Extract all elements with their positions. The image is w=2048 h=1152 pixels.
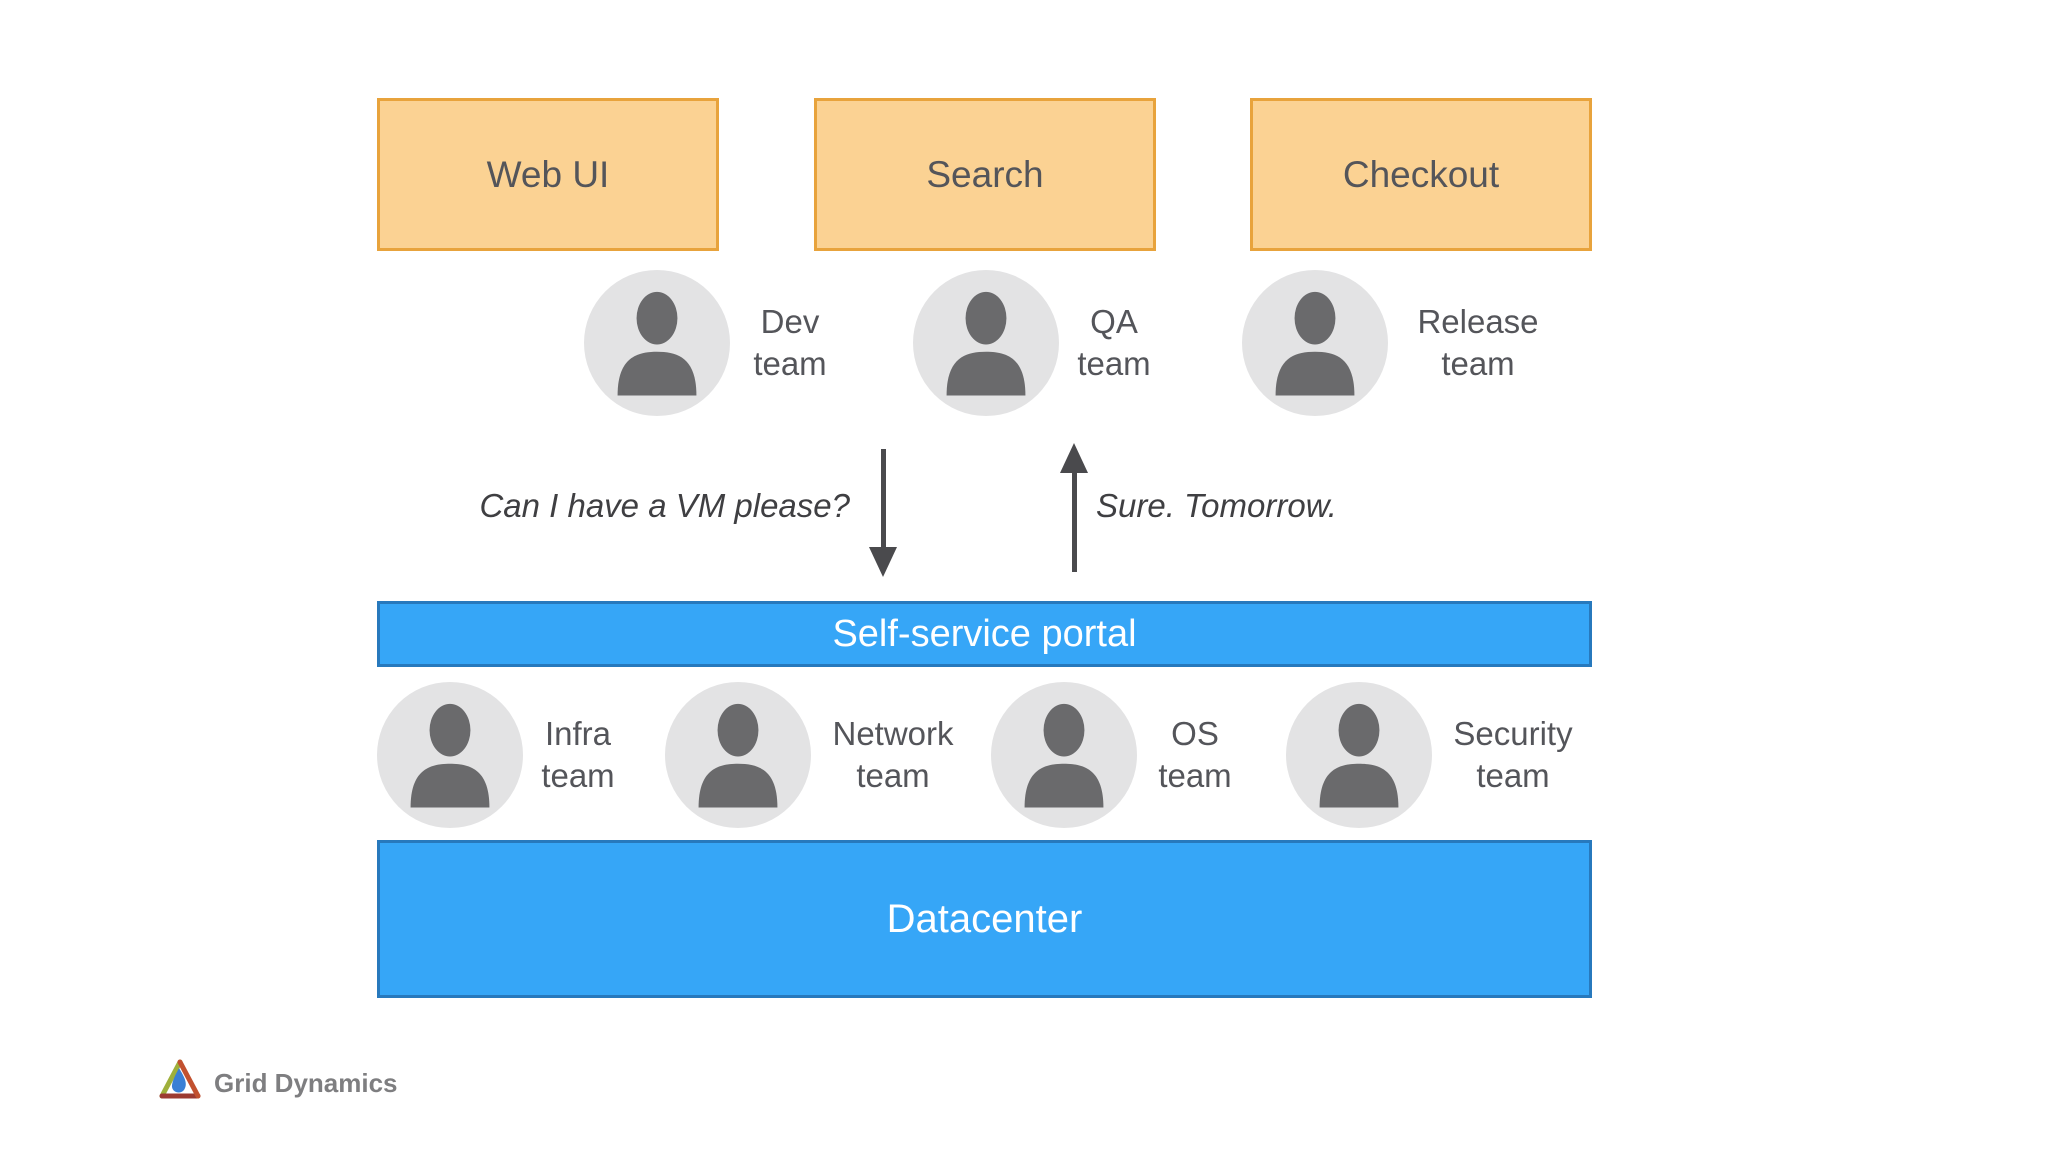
team-label-qa: QA team [1077,303,1151,382]
service-box-label: Search [926,153,1044,195]
team-label-infra: Infra team [541,715,615,794]
brand-footer: Grid Dynamics [158,1056,398,1110]
arrow-shaft [881,449,886,549]
team-qa: QA team [913,270,1169,416]
datacenter-label: Datacenter [886,896,1083,941]
arrow-head [1060,443,1088,473]
annotation-request: Can I have a VM please? [479,487,850,524]
person-icon [665,682,811,828]
person-icon [991,682,1137,828]
team-infra: Infra team [377,682,633,828]
brand-name: Grid Dynamics [214,1067,398,1098]
arrow-up-icon [1060,443,1089,572]
service-box-search: Search [814,98,1156,251]
service-box-label: Checkout [1342,153,1500,195]
team-label-release: Release team [1417,303,1539,382]
person-icon [1242,270,1388,416]
arrow-down-icon [869,449,898,577]
self-service-portal-bar: Self-service portal [377,601,1592,667]
team-label-security: Security team [1453,715,1573,794]
team-label-dev: Dev team [753,303,827,382]
portal-label: Self-service portal [832,612,1137,655]
service-box-label: Web UI [486,153,610,195]
team-dev: Dev team [584,270,850,416]
grid-dynamics-logo-icon [158,1056,202,1111]
team-network: Network team [665,682,975,828]
datacenter-bar: Datacenter [377,840,1592,998]
annotation-response: Sure. Tomorrow. [1096,487,1337,524]
team-os: OS team [991,682,1253,828]
team-label-network: Network team [832,715,954,794]
team-release: Release team [1242,270,1568,416]
service-box-web-ui: Web UI [377,98,719,251]
person-icon [584,270,730,416]
person-icon [377,682,523,828]
service-box-checkout: Checkout [1250,98,1592,251]
team-label-os: OS team [1158,715,1232,794]
team-security: Security team [1286,682,1594,828]
arrow-shaft [1072,471,1077,572]
arrow-head [869,547,897,577]
person-icon [1286,682,1432,828]
person-icon [913,270,1059,416]
